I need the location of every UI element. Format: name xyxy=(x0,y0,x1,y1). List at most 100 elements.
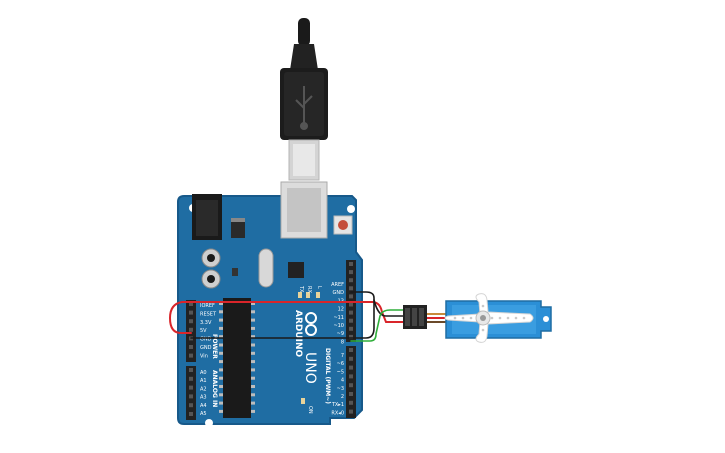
header-socket[interactable] xyxy=(189,327,193,332)
power-pin-label: RESET xyxy=(200,311,217,317)
header-socket[interactable] xyxy=(349,392,353,396)
horn-hole xyxy=(461,316,465,320)
horn-hole xyxy=(506,316,510,320)
horn-hole xyxy=(522,316,526,320)
mcu-pin xyxy=(219,343,223,347)
arduino-logo-icon xyxy=(305,312,317,336)
header-socket[interactable] xyxy=(189,376,193,381)
on-led xyxy=(301,398,305,404)
digital-header-label: DIGITAL (PWM~) xyxy=(324,348,331,404)
mcu-pin xyxy=(219,326,223,330)
mcu-pin xyxy=(219,335,223,339)
mcu-pin xyxy=(251,318,255,322)
analog-pin-label: A1 xyxy=(200,378,207,384)
digital-pin-label: GND xyxy=(333,290,345,296)
mcu-pin xyxy=(219,393,223,397)
horn-hole xyxy=(498,316,502,320)
usb-cable[interactable] xyxy=(280,18,328,181)
header-socket[interactable] xyxy=(349,310,353,315)
atmega-microcontroller xyxy=(223,298,251,418)
mcu-pin xyxy=(251,351,255,355)
header-socket[interactable] xyxy=(349,262,353,266)
header-socket[interactable] xyxy=(349,326,353,331)
wire-gnd-black-to-servo[interactable] xyxy=(373,299,427,317)
mcu-pin xyxy=(251,335,255,339)
arduino-uno-board[interactable]: TX RX L ON ARDUINO UNO IOREFRESET3.3V5VG… xyxy=(177,181,363,427)
digital-pin-label: ~9 xyxy=(337,331,344,337)
header-socket[interactable] xyxy=(189,394,193,399)
power-pin-label: IOREF xyxy=(200,303,215,309)
header-socket[interactable] xyxy=(189,310,193,315)
analog-pin-label: A2 xyxy=(200,386,207,392)
analog-pin-label: A0 xyxy=(200,370,207,376)
mcu-pin xyxy=(251,326,255,330)
header-socket[interactable] xyxy=(349,294,353,299)
header-socket[interactable] xyxy=(349,302,353,307)
brand-label: ARDUINO xyxy=(293,310,303,358)
tx-led xyxy=(298,292,302,298)
usb-interface-chip xyxy=(288,262,304,278)
header-socket[interactable] xyxy=(349,365,353,370)
power-pin-label: 5V xyxy=(200,328,207,334)
wire-signal-green[interactable] xyxy=(350,309,427,342)
horn-hole xyxy=(469,316,473,320)
servo-mount-hole-icon xyxy=(543,316,549,322)
power-pin-label: GND xyxy=(200,337,212,343)
header-socket[interactable] xyxy=(189,368,193,372)
l-label: L xyxy=(316,286,322,289)
mcu-pin xyxy=(251,310,255,314)
digital-pin-label: 8 xyxy=(341,339,344,345)
mcu-pin xyxy=(251,393,255,397)
power-pin-label: GND xyxy=(200,345,212,351)
header-socket[interactable] xyxy=(349,400,353,405)
digital-pin-label: RX◂0 xyxy=(331,410,344,416)
digital-pin-label: ~5 xyxy=(337,369,344,375)
header-socket[interactable] xyxy=(189,345,193,349)
mount-hole-icon xyxy=(205,419,213,427)
header-socket[interactable] xyxy=(189,412,193,416)
analog-pin-label: A3 xyxy=(200,395,207,401)
header-socket[interactable] xyxy=(189,353,193,358)
usb-cable-wire xyxy=(298,18,310,46)
rx-label: RX xyxy=(306,286,312,293)
horn-hole xyxy=(490,316,494,320)
digital-pin-label: 12 xyxy=(338,307,344,313)
mcu-pin xyxy=(219,351,223,355)
header-socket[interactable] xyxy=(189,302,193,306)
mcu-pin xyxy=(251,385,255,388)
header-socket[interactable] xyxy=(349,286,353,291)
crystal-oscillator xyxy=(258,248,274,288)
micro-servo[interactable] xyxy=(403,293,552,343)
on-label: ON xyxy=(307,406,313,414)
header-socket[interactable] xyxy=(189,319,193,324)
header-socket[interactable] xyxy=(189,403,193,408)
mcu-pin xyxy=(219,310,223,314)
mcu-pin xyxy=(251,343,255,347)
header-socket[interactable] xyxy=(349,383,353,388)
header-socket[interactable] xyxy=(349,278,353,283)
header-socket[interactable] xyxy=(349,348,353,352)
wire-5v-red[interactable] xyxy=(168,301,427,334)
wire-gnd-black[interactable] xyxy=(190,291,375,339)
header-socket[interactable] xyxy=(189,385,193,390)
header-socket[interactable] xyxy=(349,318,353,323)
usb-symbol-icon xyxy=(295,86,313,130)
mount-hole-icon xyxy=(347,205,355,213)
header-socket[interactable] xyxy=(349,270,353,275)
digital-pin-label: ~3 xyxy=(337,386,344,392)
rx-led xyxy=(306,292,310,298)
mcu-pin xyxy=(219,376,223,380)
mcu-pin xyxy=(251,360,255,364)
header-socket[interactable] xyxy=(349,356,353,361)
header-socket[interactable] xyxy=(349,374,353,379)
digital-pin-label: ~11 xyxy=(333,315,344,321)
header-socket[interactable] xyxy=(349,409,353,414)
horn-hole xyxy=(481,304,485,308)
mcu-pin xyxy=(251,368,255,372)
digital-pin-label: 2 xyxy=(341,394,344,400)
mcu-pin xyxy=(219,409,223,413)
tx-label: TX xyxy=(298,285,304,293)
mcu-pin xyxy=(219,302,223,305)
header-socket[interactable] xyxy=(349,334,353,339)
